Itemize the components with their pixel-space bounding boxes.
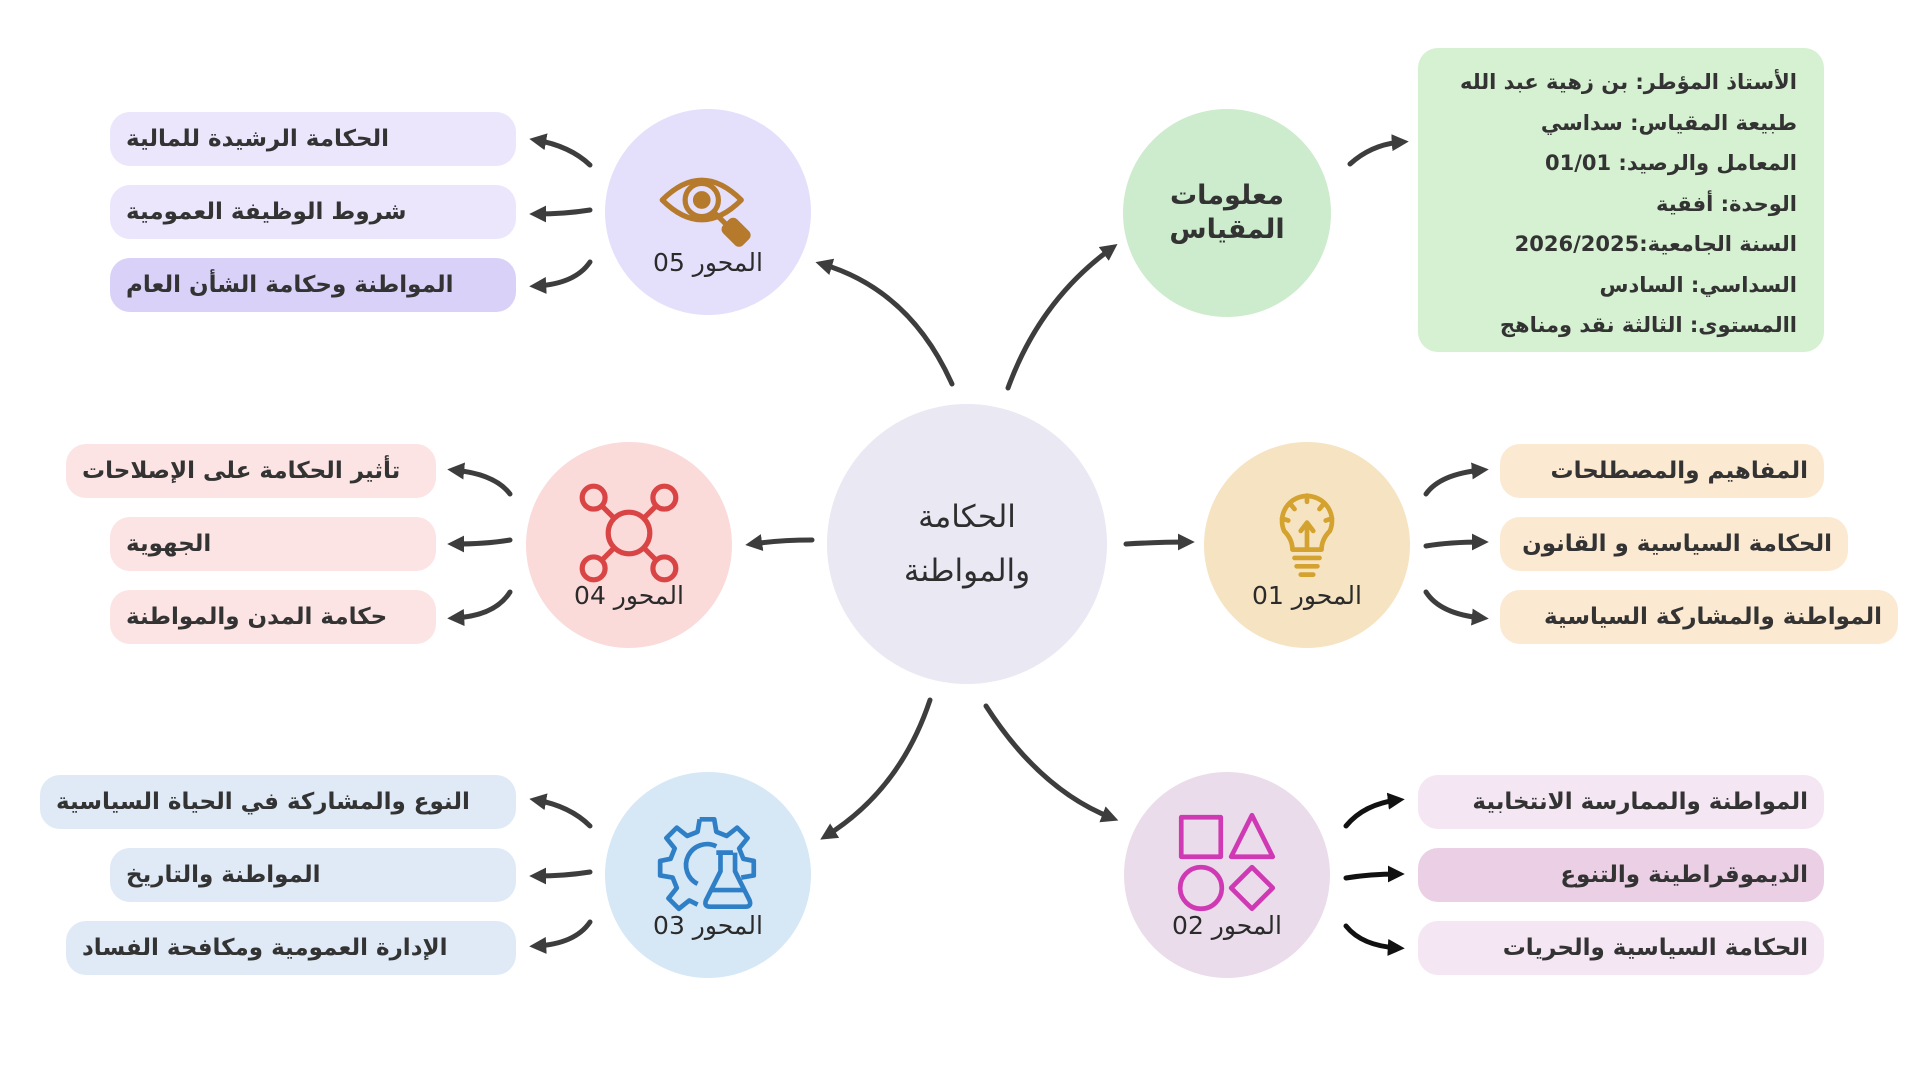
central-topic-title: الحكامة والمواطنة bbox=[903, 499, 1031, 589]
axis-04-circle: المحور 04 bbox=[526, 442, 732, 648]
axis-05-label: المحور 05 bbox=[653, 247, 763, 277]
arrow-center-to-info bbox=[1005, 244, 1118, 391]
course-info-title: معلومات المقياس bbox=[1169, 180, 1285, 245]
info-line-coefficient: المعامل والرصيد: 01/01 bbox=[1545, 151, 1797, 175]
network-icon bbox=[577, 481, 681, 585]
axis-03-circle: المحور 03 bbox=[605, 772, 811, 978]
axis-03-label: المحور 03 bbox=[653, 910, 763, 940]
axis-03-topic-1: النوع والمشاركة في الحياة السياسية bbox=[40, 775, 516, 829]
info-line-unit: الوحدة: أفقية bbox=[1656, 191, 1797, 216]
axis-01-topic-3: المواطنة والمشاركة السياسية bbox=[1500, 590, 1898, 644]
arrow-center-to-axis-01 bbox=[1123, 533, 1195, 551]
gear-flask-icon bbox=[656, 811, 760, 915]
eye-search-icon bbox=[656, 148, 760, 252]
axis-04-topic-2: الجهوية bbox=[110, 517, 436, 571]
axis-02-circle: المحور 02 bbox=[1124, 772, 1330, 978]
arrow-center-to-axis-05 bbox=[815, 258, 955, 387]
shapes-icon bbox=[1175, 811, 1279, 915]
axis-02-label: المحور 02 bbox=[1172, 910, 1282, 940]
course-info-box: الأستاذ المؤطر: بن زهية عبد الله طبيعة ا… bbox=[1418, 48, 1824, 352]
axis-01-topic-2: الحكامة السياسية و القانون bbox=[1500, 517, 1848, 571]
axis-05-topic-2: شروط الوظيفة العمومية bbox=[110, 185, 516, 239]
arrow-center-to-axis-03 bbox=[820, 697, 933, 840]
info-line-level: االمستوى: الثالثة نقد ومناهج bbox=[1499, 313, 1797, 337]
info-line-nature: طبيعة المقياس: سداسي bbox=[1540, 110, 1797, 135]
arrow-info-to-box bbox=[1347, 134, 1409, 167]
info-line-year: السنة الجامعية:2026/2025 bbox=[1514, 232, 1797, 256]
axis-05-circle: المحور 05 bbox=[605, 109, 811, 315]
course-info-circle: معلومات المقياس bbox=[1123, 109, 1331, 317]
axis-03-topic-2: المواطنة والتاريخ bbox=[110, 848, 516, 902]
axis-04-topic-3: حكامة المدن والمواطنة bbox=[110, 590, 436, 644]
axis-04-label: المحور 04 bbox=[574, 580, 684, 610]
axis-05-topic-1: الحكامة الرشيدة للمالية bbox=[110, 112, 516, 166]
arrow-center-to-axis-02 bbox=[983, 703, 1119, 823]
central-topic-circle: الحكامة والمواطنة bbox=[827, 404, 1107, 684]
axis-01-topic-1: المفاهيم والمصطلحات bbox=[1500, 444, 1824, 498]
info-line-semester: السداسي: السادس bbox=[1599, 272, 1797, 297]
axis-03-topic-3: الإدارة العمومية ومكافحة الفساد bbox=[66, 921, 516, 975]
axis-02-topic-3: الحكامة السياسية والحريات bbox=[1418, 921, 1824, 975]
info-line-teacher: الأستاذ المؤطر: بن زهية عبد الله bbox=[1459, 70, 1797, 94]
axis-04-topic-1: تأثير الحكامة على الإصلاحات bbox=[66, 444, 436, 498]
axis-01-circle: المحور 01 bbox=[1204, 442, 1410, 648]
axis-02-topic-1: المواطنة والممارسة الانتخابية bbox=[1418, 775, 1824, 829]
axis-05-topic-3: المواطنة وحكامة الشأن العام bbox=[110, 258, 516, 312]
arrow-center-to-axis-04 bbox=[745, 534, 815, 551]
axis-02-topic-2: الديموقراطينة والتنوع bbox=[1418, 848, 1824, 902]
axis-01-label: المحور 01 bbox=[1252, 580, 1362, 610]
lightbulb-icon bbox=[1255, 481, 1359, 585]
